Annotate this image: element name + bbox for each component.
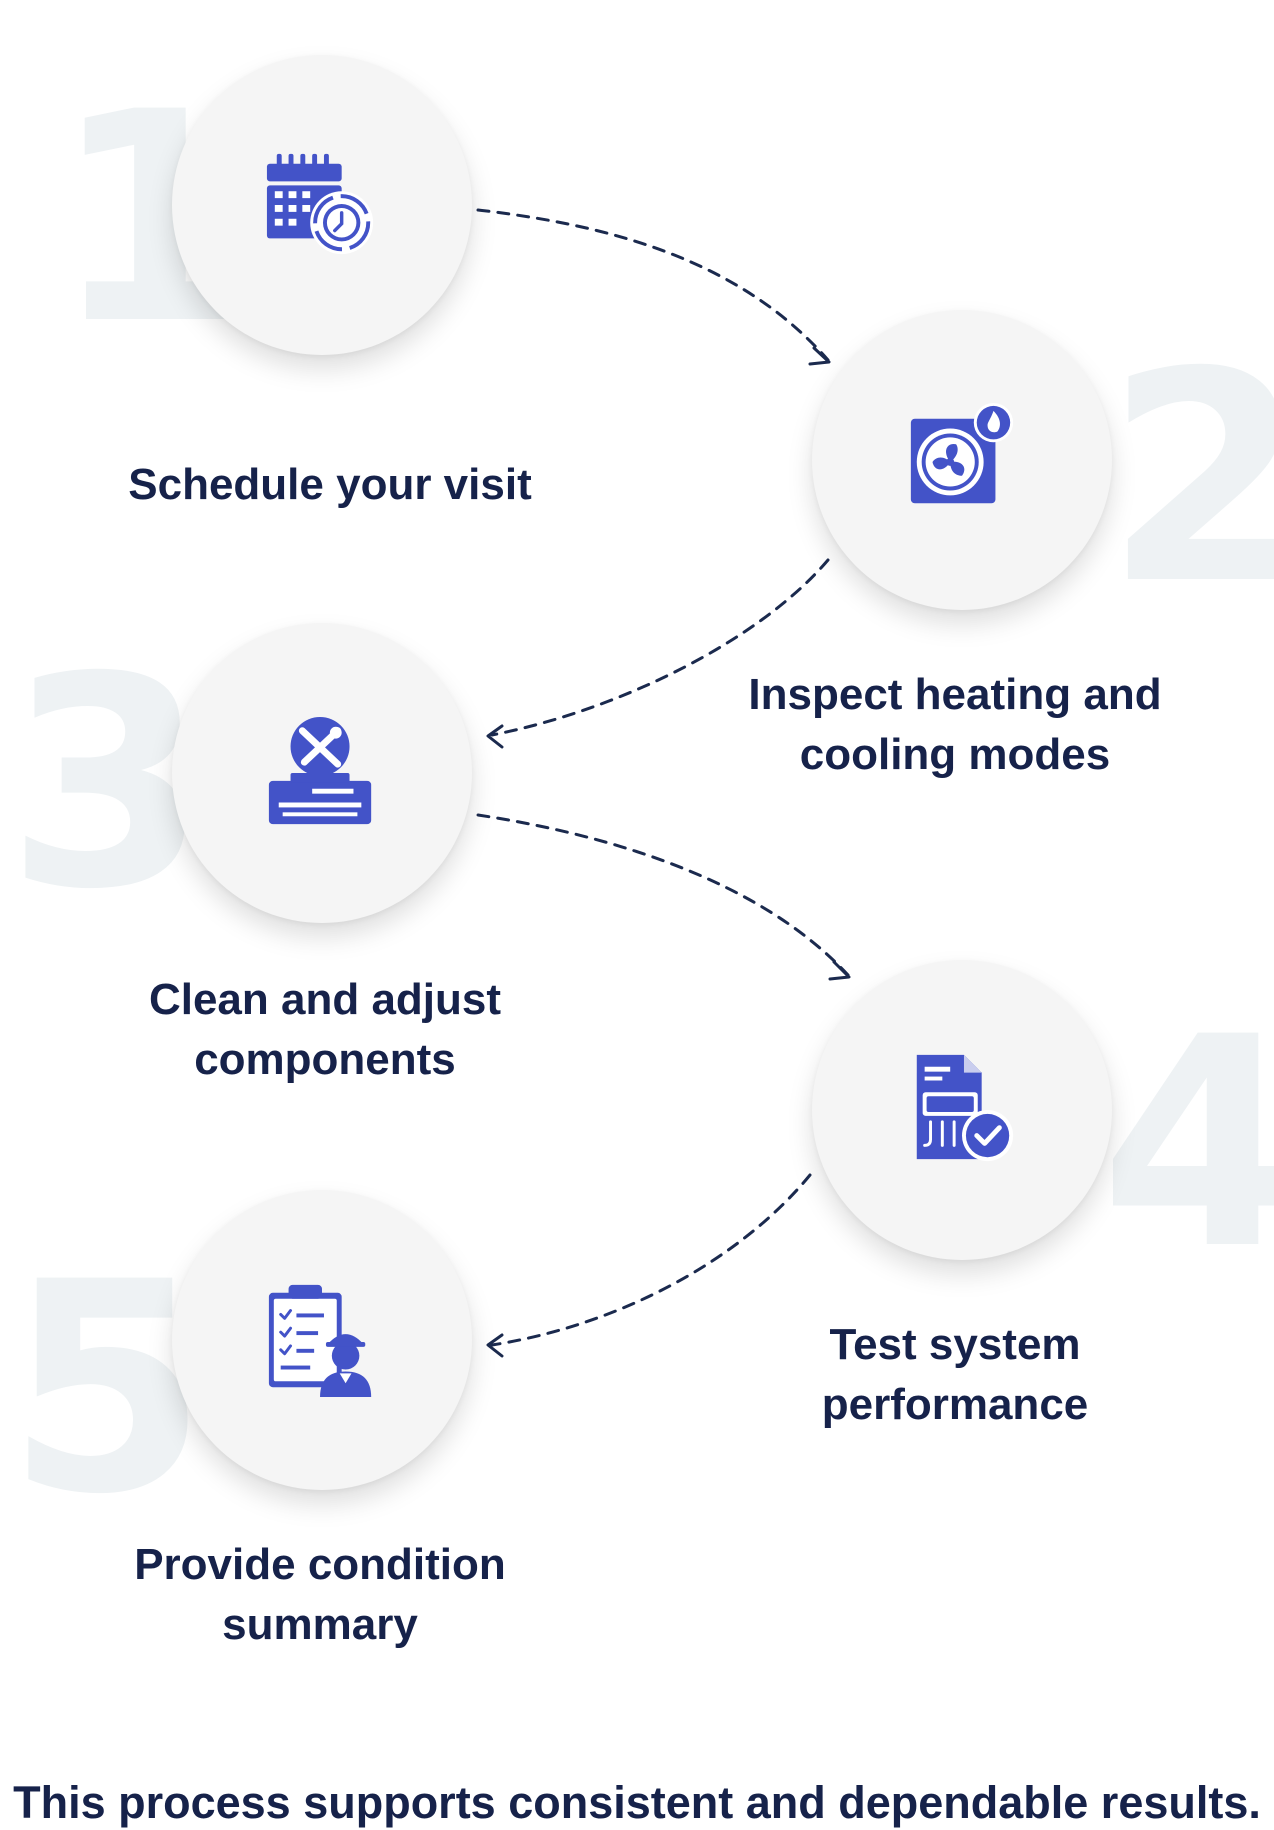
arrow-3-to-4 [476,813,850,977]
arrow-4-to-5 [490,1173,812,1347]
arrowhead-4 [828,960,851,981]
furnace-fan-flame-icon [910,402,1014,504]
arrow-2-to-3 [490,558,830,737]
ac-document-check-icon [916,1054,1014,1162]
step-4-circle [812,960,1112,1260]
ac-unit-tools-icon [268,716,372,825]
step-1-label: Schedule your visit [128,460,532,509]
step-2-label: Inspect heating and cooling modes [748,670,1162,779]
clipboard-technician-icon [268,1284,372,1398]
step-3-circle [172,623,472,923]
footer-statement: This process supports consistent and dep… [13,1777,1261,1828]
step-3-label: Clean and adjust components [148,975,502,1084]
step-2-circle [812,310,1112,610]
calendar-clock-icon [266,153,374,255]
arrow-1-to-2 [476,208,830,362]
arrowhead-2 [808,346,831,366]
step-4-label: Test system performance [821,1320,1089,1429]
step-5-circle [172,1190,472,1490]
step-1-circle [172,55,472,355]
step-5-number: 5 [6,1221,208,1558]
step-5-label: Provide condition summary [134,1540,506,1649]
step-4-number: 4 [1100,976,1274,1313]
arrowhead-3 [486,724,504,749]
arrowhead-5 [486,1333,504,1358]
step-2-number: 2 [1105,311,1274,648]
